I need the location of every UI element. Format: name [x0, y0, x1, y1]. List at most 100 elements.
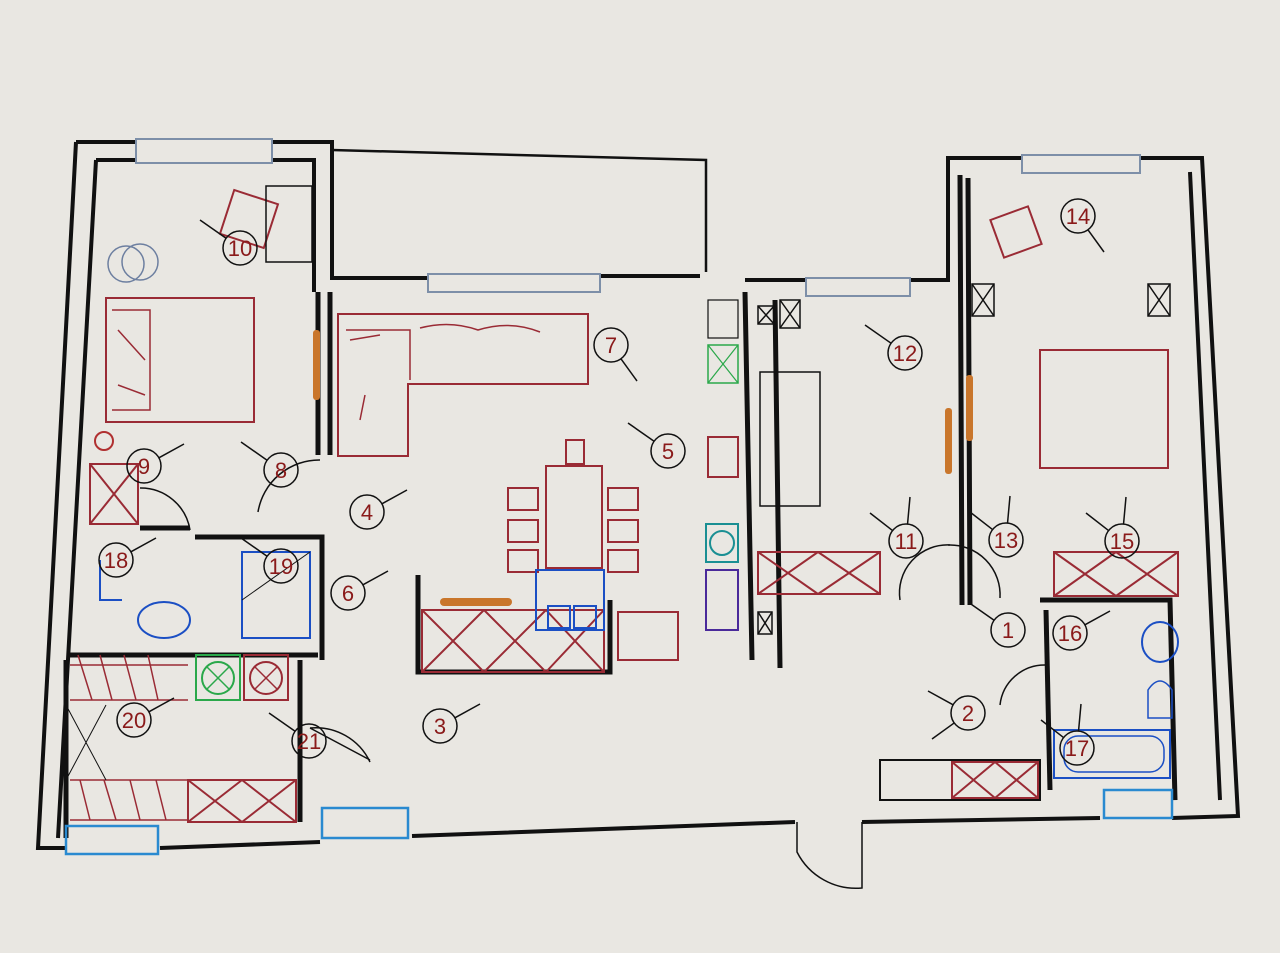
- radiator-icon: [1102, 788, 1174, 820]
- hob-icon: [617, 611, 679, 661]
- chair-icon: [607, 549, 639, 573]
- leader-line: [969, 511, 994, 531]
- room-number-marker-icon: [593, 327, 629, 363]
- room-number-label: 15: [1110, 529, 1134, 554]
- room-marker-15: 15: [1085, 496, 1140, 559]
- room-number-label: 13: [994, 528, 1018, 553]
- leader-line: [148, 697, 175, 713]
- room-number-label: 1: [1002, 618, 1014, 643]
- room-marker-13: 13: [969, 495, 1024, 558]
- chair-icon: [507, 487, 539, 511]
- room-number-marker-icon: [126, 448, 162, 484]
- leader-line: [869, 512, 894, 532]
- fridge-icon: [535, 569, 605, 631]
- leader-line: [967, 601, 995, 621]
- room-number-marker-icon: [291, 723, 327, 759]
- leader-line: [927, 690, 954, 706]
- room-number-marker-icon: [1060, 198, 1096, 234]
- room-number-marker-icon: [422, 708, 458, 744]
- entrance-door-icon: [796, 822, 863, 890]
- room-number-marker-icon: [116, 702, 152, 738]
- sofa-icon: [759, 371, 821, 507]
- windows: [135, 138, 1141, 297]
- room-number-label: 18: [104, 548, 128, 573]
- sofa-icon: [337, 313, 589, 457]
- room-marker-11: 11: [869, 496, 924, 559]
- room-number-label: 5: [662, 439, 674, 464]
- room-marker-10: 10: [199, 219, 258, 266]
- room-marker-5: 5: [627, 422, 686, 469]
- room-marker-9: 9: [126, 443, 185, 484]
- radiators: [64, 788, 1174, 856]
- room-number-label: 10: [228, 236, 252, 261]
- leader-line: [1084, 610, 1111, 626]
- chair-icon: [565, 439, 585, 465]
- room-number-marker-icon: [1104, 523, 1140, 559]
- room-number-label: 3: [434, 714, 446, 739]
- room-number-marker-icon: [1052, 615, 1088, 651]
- room-number-label: 21: [297, 729, 321, 754]
- leader-line: [906, 496, 911, 525]
- leader-line: [1085, 512, 1110, 532]
- leader-line: [1077, 703, 1082, 732]
- room-number-label: 8: [275, 458, 287, 483]
- window-icon: [135, 138, 273, 164]
- furniture: [65, 185, 1179, 823]
- leader-line: [864, 324, 892, 344]
- chair-icon: [607, 487, 639, 511]
- room-number-marker-icon: [990, 612, 1026, 648]
- leader-line: [1006, 495, 1011, 524]
- room-number-marker-icon: [222, 230, 258, 266]
- room-number-label: 6: [342, 581, 354, 606]
- washing-machine-icon: [195, 654, 241, 701]
- door-swing-icon: [309, 726, 371, 763]
- wardrobe-icon: [89, 463, 139, 525]
- stove-icon: [707, 436, 739, 478]
- leader-line: [1040, 719, 1065, 739]
- radiator-icon: [64, 824, 160, 856]
- room-number-marker-icon: [1059, 730, 1095, 766]
- window-icon: [427, 273, 601, 293]
- room-marker-3: 3: [422, 703, 481, 744]
- room-number-label: 9: [138, 454, 150, 479]
- leader-line: [158, 443, 185, 459]
- room-marker-16: 16: [1052, 610, 1111, 651]
- leader-line: [268, 712, 296, 732]
- door-swing-icon: [309, 727, 371, 761]
- room-marker-4: 4: [349, 489, 408, 530]
- dishwasher-icon: [705, 523, 739, 563]
- room-number-label: 2: [962, 701, 974, 726]
- armchair-icon: [989, 205, 1043, 259]
- room-number-label: 4: [361, 500, 373, 525]
- dining-table-icon: [545, 465, 603, 569]
- room-marker-19: 19: [240, 537, 299, 584]
- room-marker-18: 18: [98, 537, 157, 578]
- room-number-label: 14: [1066, 204, 1090, 229]
- leader-line: [1122, 496, 1127, 525]
- plumbing: [99, 523, 1179, 779]
- room-number-label: 11: [895, 529, 918, 554]
- room-marker-14: 14: [1060, 198, 1105, 253]
- armchair-icon: [218, 188, 280, 250]
- leader-line: [240, 441, 268, 461]
- leader-line: [362, 570, 389, 586]
- room-number-marker-icon: [349, 494, 385, 530]
- room-number-marker-icon: [263, 548, 299, 584]
- door-swing-icon: [947, 544, 1001, 599]
- bed-icon: [1039, 349, 1169, 469]
- leader-line: [199, 219, 227, 239]
- bathtub-icon: [1053, 729, 1171, 779]
- leader-line: [1087, 229, 1105, 253]
- door-swing-icon: [257, 459, 321, 513]
- door-swing-icon: [999, 664, 1046, 706]
- bed-icon: [105, 297, 255, 423]
- leader-line: [240, 537, 268, 557]
- room-marker-12: 12: [864, 324, 923, 371]
- leader-line: [454, 703, 481, 719]
- room-marker-7: 7: [593, 327, 638, 382]
- room-marker-20: 20: [116, 697, 175, 738]
- room-number-marker-icon: [887, 335, 923, 371]
- shower-icon: [241, 551, 311, 639]
